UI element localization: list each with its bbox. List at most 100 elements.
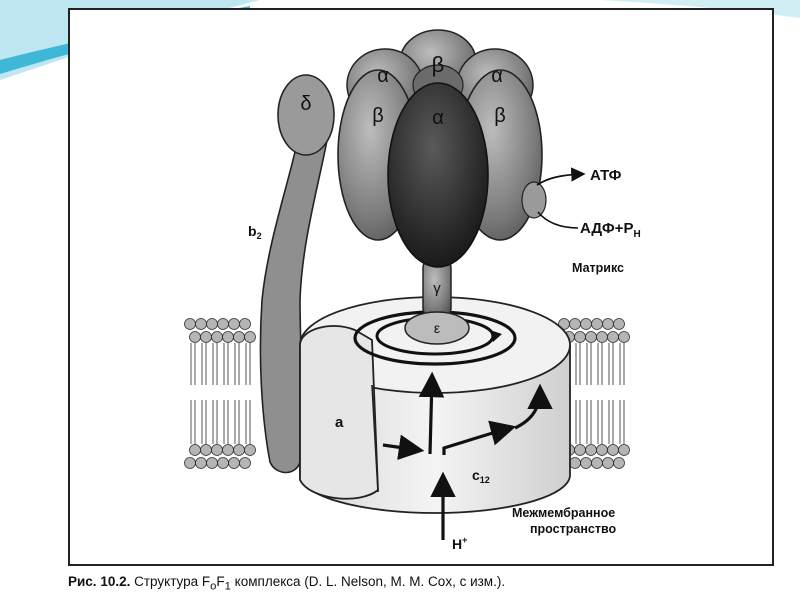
lipid-head	[217, 457, 229, 469]
membrane	[184, 318, 630, 469]
lipid-head	[607, 444, 619, 456]
lipid-head	[596, 331, 608, 343]
catalytic-site	[521, 181, 547, 219]
proton-arrow-up	[418, 371, 445, 455]
lipid-head	[206, 318, 218, 330]
lipid-head	[239, 457, 251, 469]
label-intermembrane-2: пространство	[530, 522, 616, 536]
lipid-head	[585, 444, 597, 456]
label-adp-pn: АДФ+РН	[580, 220, 641, 240]
caption-f: F	[216, 574, 225, 589]
caption-text-before: Структура F	[130, 574, 211, 589]
lipid-head	[222, 444, 234, 456]
lipid-head	[233, 331, 245, 343]
lipid-head	[618, 444, 630, 456]
fo-complex	[299, 296, 571, 514]
lipid-tail	[190, 343, 196, 444]
label-beta-top: β	[432, 52, 445, 77]
label-alpha-center: α	[432, 107, 444, 129]
lipid-head	[580, 457, 592, 469]
label-alpha-right: α	[491, 65, 503, 87]
lipid-tail	[597, 343, 603, 444]
caption-sub-o: o	[210, 580, 217, 593]
lipid-head	[596, 444, 608, 456]
lipid-tail	[575, 343, 581, 444]
lipid-head	[222, 331, 234, 343]
delta-subunit	[277, 74, 335, 156]
lipid-head	[211, 444, 223, 456]
lipid-head	[569, 318, 581, 330]
lipid-head	[189, 331, 201, 343]
label-atp: АТФ	[590, 167, 622, 184]
rotation-arrowhead	[490, 330, 502, 342]
b2-stalk	[259, 129, 329, 474]
proton-arrow-a	[382, 434, 425, 460]
lipid-head	[607, 331, 619, 343]
lipid-head	[195, 318, 207, 330]
alpha-subunit-center	[387, 82, 489, 268]
lipid-head	[591, 318, 603, 330]
label-proton: Н+	[452, 535, 467, 552]
atp-arrow	[536, 167, 586, 186]
lipid-head	[618, 331, 630, 343]
lipid-head	[569, 457, 581, 469]
lipid-head	[184, 457, 196, 469]
lipid-head	[602, 318, 614, 330]
a-subunit-edge	[371, 384, 379, 493]
label-intermembrane-1: Межмембранное	[512, 506, 615, 520]
lipid-tail	[212, 343, 218, 444]
lipid-tail	[201, 343, 207, 444]
lipid-head	[602, 457, 614, 469]
lipid-head	[233, 444, 245, 456]
label-beta-left: β	[372, 105, 384, 127]
lipid-head	[239, 318, 251, 330]
adp-line	[537, 211, 579, 229]
label-epsilon: ε	[434, 320, 440, 336]
caption-text-after: комплекса (D. L. Nelson, M. M. Cox, с из…	[230, 574, 506, 589]
lipid-head	[189, 444, 201, 456]
membrane-tails	[190, 343, 625, 444]
proton-arrow-exit	[514, 383, 553, 430]
label-gamma: γ	[433, 280, 441, 297]
label-beta-right: β	[494, 105, 506, 127]
lipid-head	[228, 457, 240, 469]
lipid-tail	[245, 343, 251, 444]
figure-caption: Рис. 10.2. Структура FoF1 комплекса (D. …	[68, 574, 505, 593]
lipid-head	[244, 444, 256, 456]
label-matrix: Матрикс	[572, 261, 624, 275]
label-alpha-left: α	[377, 65, 389, 87]
lipid-tail	[223, 343, 229, 444]
lipid-head	[574, 331, 586, 343]
lipid-head	[200, 444, 212, 456]
lipid-head	[195, 457, 207, 469]
lipid-tail	[619, 343, 625, 444]
swoosh-right	[600, 0, 800, 18]
label-delta: δ	[300, 93, 311, 115]
caption-prefix: Рис. 10.2.	[68, 574, 131, 589]
epsilon-subunit	[404, 311, 470, 345]
lipid-head	[585, 331, 597, 343]
lipid-head	[613, 457, 625, 469]
lipid-head	[217, 318, 229, 330]
lipid-head	[211, 331, 223, 343]
lipid-tail	[234, 343, 240, 444]
lipid-tail	[608, 343, 614, 444]
lipid-head	[580, 318, 592, 330]
label-b2: b2	[248, 223, 262, 241]
lipid-head	[574, 444, 586, 456]
lipid-head	[228, 318, 240, 330]
lipid-head	[200, 331, 212, 343]
label-c12: c12	[472, 467, 490, 485]
label-a-subunit: a	[335, 414, 344, 431]
swoosh-light	[0, 0, 260, 80]
lipid-head	[613, 318, 625, 330]
f1-head	[337, 29, 547, 268]
proton-arrow-ring	[442, 420, 517, 455]
caption-sub-1: 1	[224, 580, 231, 593]
lipid-head	[591, 457, 603, 469]
lipid-head	[244, 331, 256, 343]
lipid-head	[184, 318, 196, 330]
lipid-head	[206, 457, 218, 469]
